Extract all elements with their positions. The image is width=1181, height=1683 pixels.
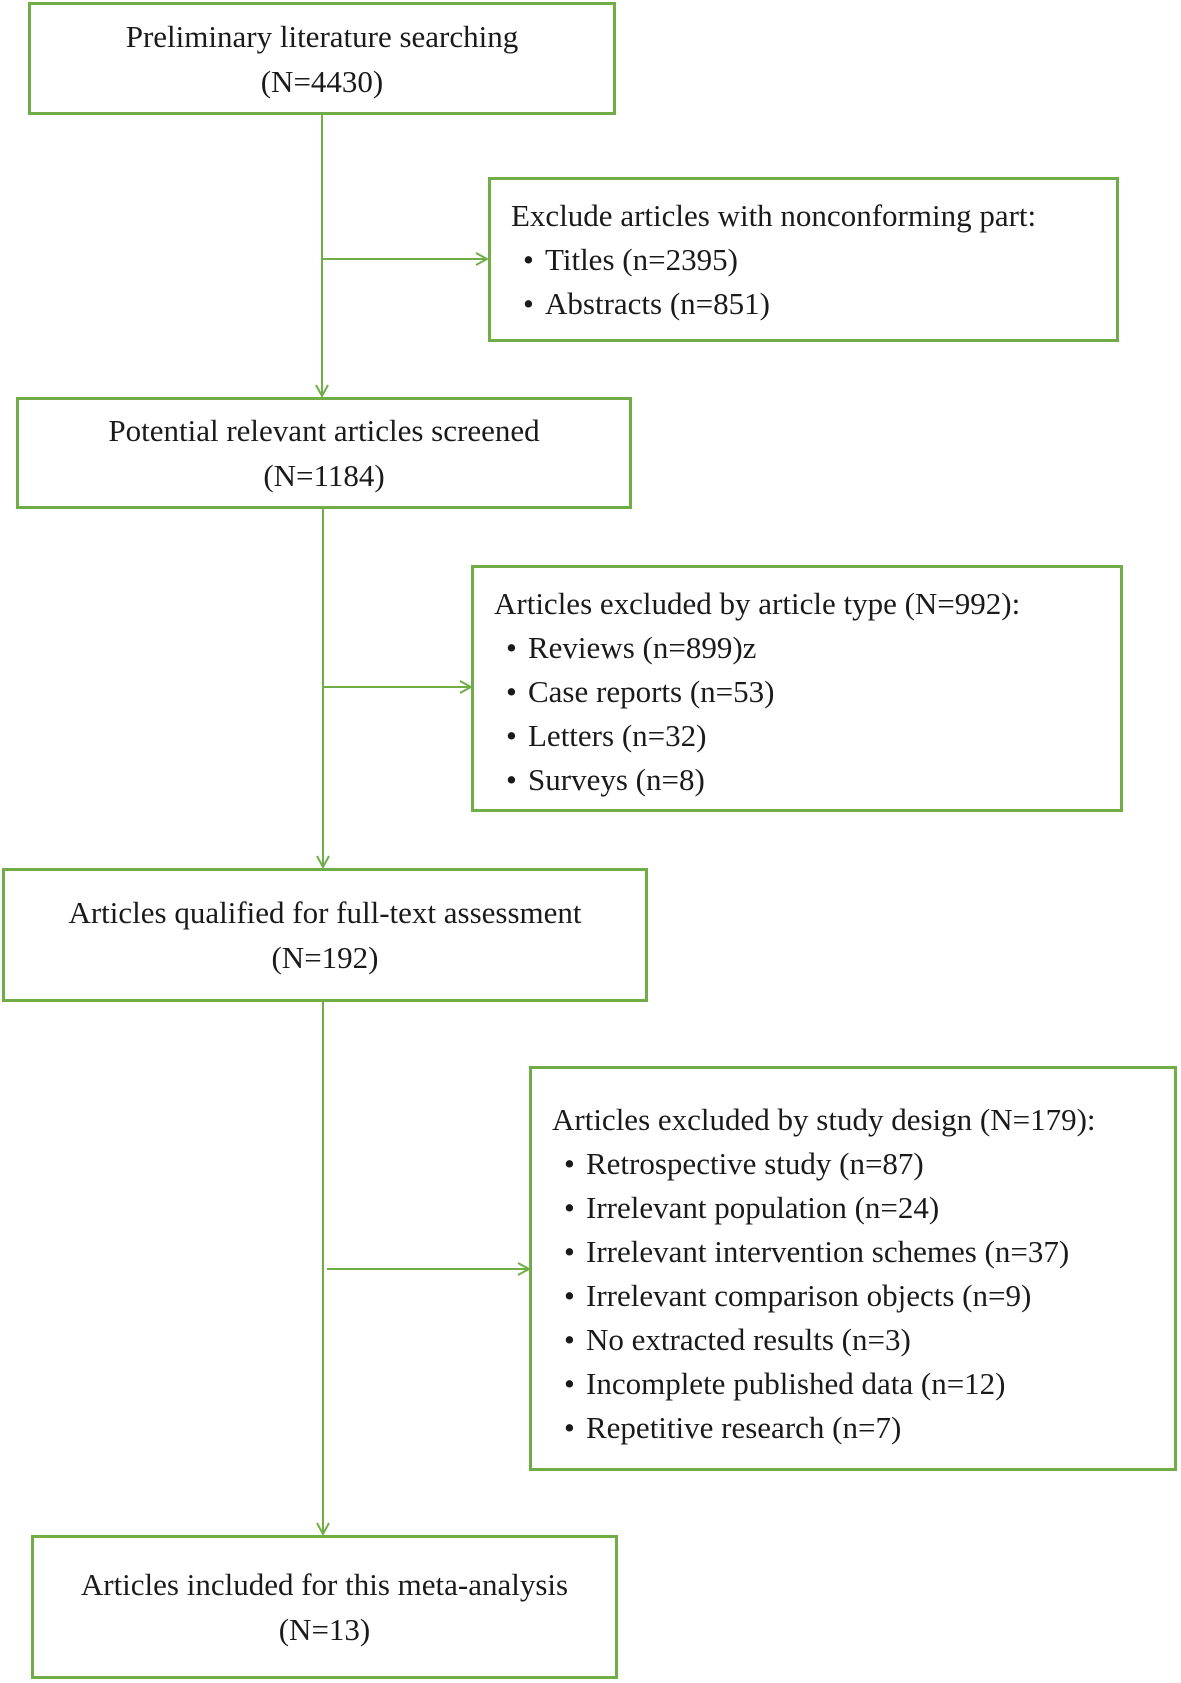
exclusion-item: Incomplete published data (n=12) bbox=[564, 1362, 1174, 1406]
box-exclusion-nonconforming: Exclude articles with nonconforming part… bbox=[488, 177, 1119, 342]
exclusion-item: Irrelevant population (n=24) bbox=[564, 1186, 1174, 1230]
exclusion-item: Reviews (n=899)z bbox=[506, 626, 1120, 670]
exclusion-heading: Exclude articles with nonconforming part… bbox=[511, 198, 1037, 233]
box-count: (N=4430) bbox=[260, 63, 384, 99]
box-count: (N=1184) bbox=[263, 458, 385, 493]
exclusion-heading: Articles excluded by study design (N=179… bbox=[552, 1102, 1096, 1137]
exclusion-item: Retrospective study (n=87) bbox=[564, 1142, 1174, 1186]
exclusion-list: Titles (n=2395) Abstracts (n=851) bbox=[511, 238, 1116, 326]
exclusion-item: Irrelevant comparison objects (n=9) bbox=[564, 1274, 1174, 1318]
box-count: (N=13) bbox=[278, 1612, 371, 1647]
exclusion-item: Abstracts (n=851) bbox=[523, 282, 1116, 326]
exclusion-item: Case reports (n=53) bbox=[506, 670, 1120, 714]
exclusion-item: Titles (n=2395) bbox=[523, 238, 1116, 282]
exclusion-item: Repetitive research (n=7) bbox=[564, 1406, 1174, 1450]
exclusion-item: Letters (n=32) bbox=[506, 714, 1120, 758]
box-included-meta-analysis: Articles included for this meta-analysis… bbox=[31, 1535, 618, 1679]
box-full-text-assessment: Articles qualified for full-text assessm… bbox=[2, 868, 648, 1002]
box-preliminary-search: Preliminary literature searching (N=4430… bbox=[28, 2, 616, 115]
exclusion-heading: Articles excluded by article type (N=992… bbox=[494, 586, 1021, 621]
box-title: Preliminary literature searching bbox=[125, 18, 519, 54]
exclusion-list: Reviews (n=899)z Case reports (n=53) Let… bbox=[494, 626, 1120, 802]
exclusion-list: Retrospective study (n=87) Irrelevant po… bbox=[552, 1142, 1174, 1450]
box-exclusion-study-design: Articles excluded by study design (N=179… bbox=[529, 1066, 1177, 1471]
exclusion-item: No extracted results (n=3) bbox=[564, 1318, 1174, 1362]
exclusion-item: Irrelevant intervention schemes (n=37) bbox=[564, 1230, 1174, 1274]
box-count: (N=192) bbox=[271, 940, 379, 975]
box-title: Potential relevant articles screened bbox=[108, 413, 540, 448]
box-title: Articles qualified for full-text assessm… bbox=[68, 895, 582, 930]
box-exclusion-article-type: Articles excluded by article type (N=992… bbox=[471, 565, 1123, 812]
exclusion-item: Surveys (n=8) bbox=[506, 758, 1120, 802]
box-potential-relevant: Potential relevant articles screened (N=… bbox=[16, 397, 632, 509]
box-title: Articles included for this meta-analysis bbox=[80, 1567, 569, 1602]
